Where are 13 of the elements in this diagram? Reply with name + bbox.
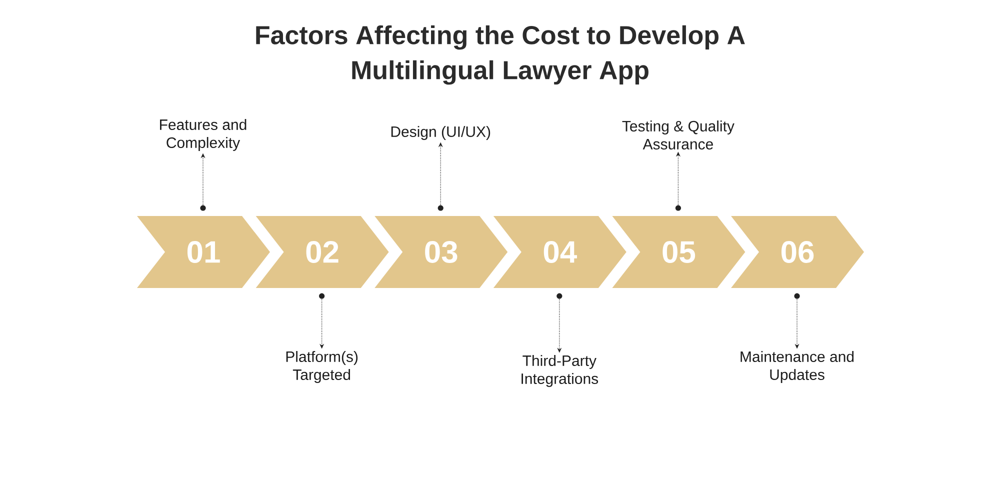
title: Factors Affecting the Cost to Develop A Multilingual Lawyer App [256,25,745,85]
step-banner: 02 [256,216,389,288]
step-label: Features and Complexity [160,119,246,151]
step-banner: 04 [493,216,626,288]
step-banner: 01 [137,216,270,288]
step-label: Maintenance and Updates [740,351,854,383]
step-label: Design (UI/UX) [391,126,490,140]
step-label: Testing & Quality Assurance [622,120,734,150]
step-banner: 06 [731,216,864,288]
step-label: Platform(s) Targeted [286,351,358,383]
step-banner: 03 [374,216,508,288]
step-label: Third-Party Integrations [522,355,598,387]
step-banner: 05 [612,216,746,288]
